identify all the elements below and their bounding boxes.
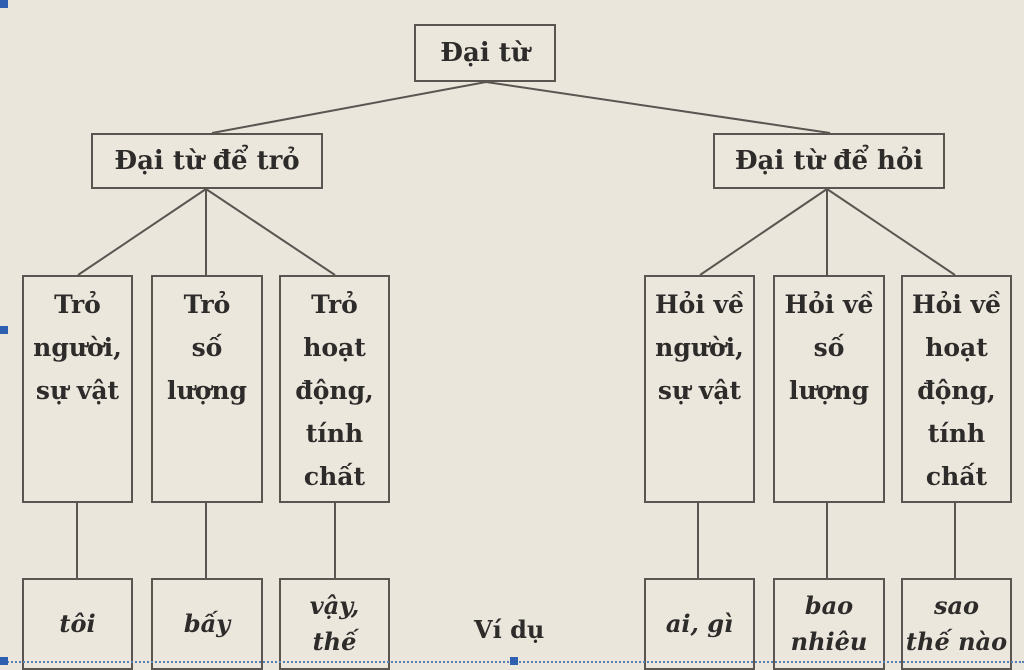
example-node: tôi	[22, 578, 133, 670]
example-text: bao nhiêu	[790, 591, 868, 656]
connector-left-cat1	[77, 188, 207, 276]
branch-node-demonstrative: Đại từ để trỏ	[91, 133, 323, 189]
selection-handle-left-mid[interactable]	[0, 326, 8, 334]
category-label: Hỏi về số lượng	[784, 290, 874, 405]
example-text: sao thế nào	[905, 591, 1008, 656]
branch-label: Đại từ để trỏ	[114, 146, 300, 176]
branch-node-interrogative: Đại từ để hỏi	[713, 133, 945, 189]
root-node: Đại từ	[414, 24, 556, 82]
category-label: Trỏ người, sự vật	[33, 290, 122, 405]
connector-root-right	[485, 81, 831, 134]
connector-right-cat1	[699, 188, 828, 276]
category-node: Hỏi về người, sự vật	[644, 275, 755, 503]
selection-handle-bottom-mid[interactable]	[510, 657, 518, 665]
example-text: tôi	[59, 609, 96, 638]
category-label: Trỏ số lượng	[166, 290, 247, 405]
connector-right-cat3	[826, 188, 956, 276]
category-label: Hỏi về người, sự vật	[655, 290, 744, 405]
example-node: bấy	[151, 578, 263, 670]
connector-root-left	[211, 81, 487, 134]
example-node: sao thế nào	[901, 578, 1012, 670]
category-node: Hỏi về hoạt động, tính chất	[901, 275, 1012, 503]
category-node: Hỏi về số lượng	[773, 275, 885, 503]
selection-handle-bottom-left[interactable]	[0, 657, 8, 665]
example-node: vậy, thế	[279, 578, 390, 670]
example-node: bao nhiêu	[773, 578, 885, 670]
category-node: Trỏ hoạt động, tính chất	[279, 275, 390, 503]
example-text: ai, gì	[665, 609, 734, 638]
connector-left-cat3	[205, 188, 336, 276]
category-label: Hỏi về hoạt động, tính chất	[912, 290, 1001, 491]
example-row-label: Ví dụ	[474, 615, 545, 644]
selection-handle-top-left[interactable]	[0, 0, 8, 8]
example-text: vậy, thế	[309, 591, 360, 656]
category-label: Trỏ hoạt động, tính chất	[295, 290, 374, 491]
category-node: Trỏ số lượng	[151, 275, 263, 503]
branch-label: Đại từ để hỏi	[734, 146, 924, 176]
root-label: Đại từ	[440, 38, 530, 68]
category-node: Trỏ người, sự vật	[22, 275, 133, 503]
example-node: ai, gì	[644, 578, 755, 670]
example-text: bấy	[183, 609, 231, 638]
